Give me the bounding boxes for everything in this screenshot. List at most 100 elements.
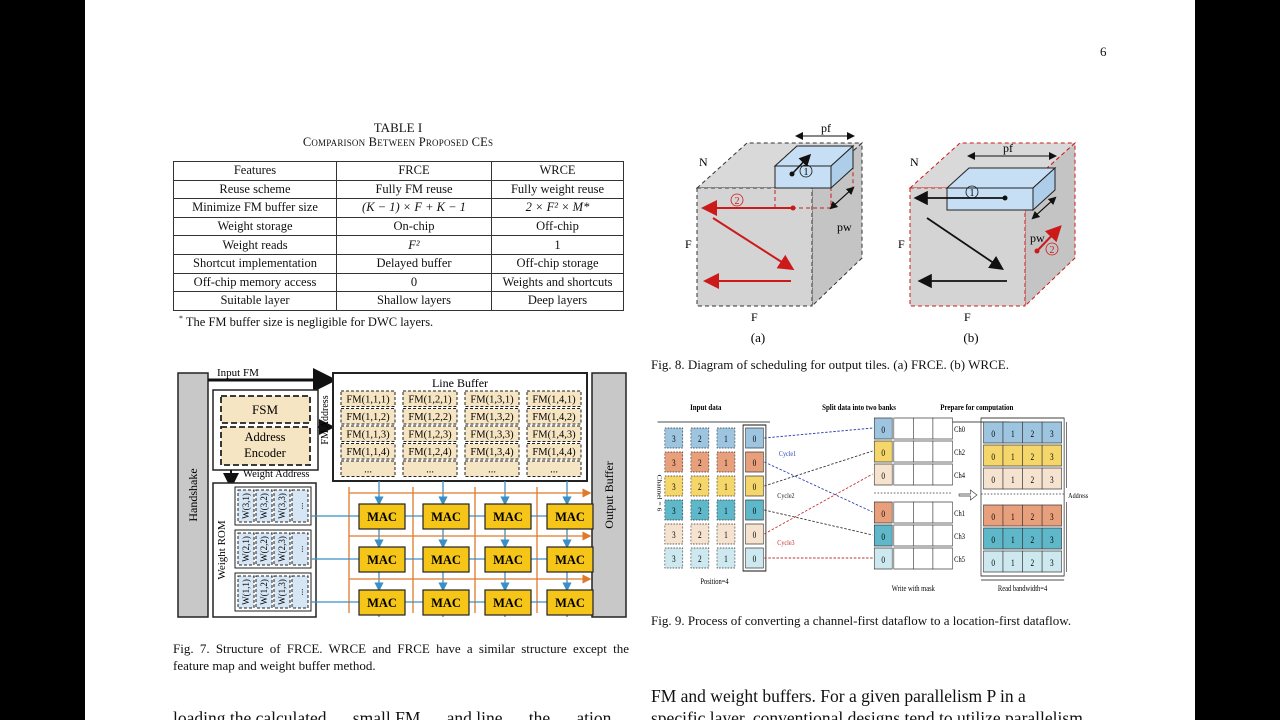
input-cell bbox=[690, 475, 710, 497]
fm-cell bbox=[402, 408, 458, 425]
prepared-cell-label: 0 bbox=[991, 512, 995, 522]
mac-label: MAC bbox=[367, 510, 397, 524]
page-number: 6 bbox=[1100, 44, 1107, 59]
input-cell bbox=[716, 427, 736, 449]
label-f-side-b: F bbox=[898, 237, 905, 251]
input-cell-label: 2 bbox=[698, 506, 702, 516]
weight-cell-label: W(3,2) bbox=[259, 493, 269, 519]
prepared-cell-label: 2 bbox=[1031, 512, 1035, 522]
bank-channel-label: Ch4 bbox=[954, 471, 965, 480]
table-cell: Fully weight reuse bbox=[491, 179, 624, 200]
footnote-mark: * bbox=[179, 314, 183, 323]
fig9-caption: Fig. 9. Process of converting a channel-… bbox=[651, 613, 1072, 628]
prepared-cell bbox=[1041, 550, 1062, 573]
table-footnote: * The FM buffer size is negligible for D… bbox=[179, 314, 433, 330]
bank-channel-label: Ch5 bbox=[954, 555, 965, 564]
table-cell: (K − 1) × F + K − 1 bbox=[336, 198, 492, 218]
fig7-diagram: Handshake Output Buffer Input FM FSM Add… bbox=[177, 367, 627, 618]
weight-cell bbox=[255, 575, 273, 609]
input-cell-label: 3 bbox=[672, 434, 676, 444]
comparison-table: Features FRCE WRCE Reuse scheme Fully FM… bbox=[173, 161, 624, 311]
input-cell bbox=[716, 499, 736, 521]
fm-columns: FM(1,1,1)FM(1,1,2)FM(1,1,3)FM(1,1,4)...F… bbox=[340, 390, 582, 477]
weight-cell bbox=[291, 575, 309, 609]
input-cell-label: 1 bbox=[724, 458, 728, 468]
mac-label: MAC bbox=[367, 553, 397, 567]
footnote-text: The FM buffer size is negligible for DWC… bbox=[185, 315, 434, 330]
table-cell: Shortcut implementation bbox=[173, 253, 337, 274]
cycle-label: Cycle1 bbox=[779, 451, 796, 459]
cycle-label: Cycle3 bbox=[777, 540, 795, 548]
mac-label: MAC bbox=[493, 596, 523, 610]
bank-channel-label: Ch2 bbox=[954, 448, 965, 457]
table-cell: Reuse scheme bbox=[173, 179, 337, 200]
table-cell: Off-chip bbox=[491, 216, 624, 237]
cycle-label: Cycle2 bbox=[777, 493, 795, 501]
fm-cell-label: FM(1,3,2) bbox=[470, 412, 514, 423]
prepared-cell-label: 3 bbox=[1050, 558, 1054, 568]
mac-unit bbox=[422, 589, 470, 616]
write-arrow bbox=[764, 461, 873, 513]
prepared-cell-label: 1 bbox=[1011, 475, 1015, 485]
bank-empty-cell bbox=[932, 463, 953, 486]
bank-empty-cell bbox=[913, 463, 934, 486]
weight-cell-label: W(2,2) bbox=[259, 536, 269, 562]
prepared-cell-label: 2 bbox=[1031, 475, 1035, 485]
bank-empty-cell bbox=[893, 524, 914, 547]
input-cell-label: 3 bbox=[672, 506, 676, 516]
mac-unit bbox=[358, 589, 406, 616]
table-subtitle: Comparison Between Proposed CEs bbox=[302, 135, 494, 149]
table-header-cell: FRCE bbox=[336, 161, 492, 181]
bank-cell bbox=[873, 463, 893, 486]
input-cell-label: 0 bbox=[753, 554, 757, 564]
fm-cell-label: FM(1,3,4) bbox=[470, 447, 514, 458]
mac-unit bbox=[546, 503, 594, 530]
handshake-bar bbox=[177, 372, 209, 618]
write-arrow bbox=[764, 509, 873, 536]
fm-cell-label: FM(1,1,3) bbox=[346, 430, 390, 441]
fm-cell-label: FM(1,1,1) bbox=[346, 395, 390, 406]
paper-page: 6 TABLE I Comparison Between Proposed CE… bbox=[85, 0, 1195, 720]
input-cell bbox=[664, 523, 684, 545]
weight-cell bbox=[255, 532, 273, 566]
input-cell bbox=[664, 547, 684, 569]
input-cell bbox=[690, 547, 710, 569]
prepared-cell-label: 1 bbox=[1011, 512, 1015, 522]
table-cell: Suitable layer bbox=[173, 291, 337, 311]
prepared-frame bbox=[980, 417, 1065, 577]
address-label: Address bbox=[245, 430, 286, 444]
prepared-cell-label: 3 bbox=[1050, 512, 1054, 522]
weight-cell-label: W(1,3) bbox=[277, 579, 287, 605]
prepared-cell bbox=[1041, 527, 1062, 550]
circ1-a: 1 bbox=[804, 167, 809, 178]
table-row: Minimize FM buffer size (K − 1) × F + K … bbox=[173, 198, 624, 218]
input-cell-label: 3 bbox=[672, 458, 676, 468]
mac-label: MAC bbox=[431, 596, 461, 610]
bank-cell bbox=[873, 440, 893, 463]
mac-label: MAC bbox=[555, 510, 585, 524]
bank-cell-label: 0 bbox=[881, 448, 885, 458]
fm-cell bbox=[464, 425, 520, 442]
bank-empty-cell bbox=[913, 440, 934, 463]
encoder-label: Encoder bbox=[244, 446, 286, 460]
table-cell: Delayed buffer bbox=[336, 253, 492, 274]
fm-cell-label: FM(1,4,2) bbox=[532, 412, 576, 423]
mac-label: MAC bbox=[431, 510, 461, 524]
fig9-position-label: Position=4 bbox=[700, 577, 729, 586]
bank-cell bbox=[873, 417, 893, 440]
fm-cell bbox=[526, 425, 582, 442]
label-b: (b) bbox=[963, 330, 978, 345]
table-cell: 0 bbox=[336, 272, 492, 293]
fm-address-label: FM Address bbox=[320, 395, 331, 444]
mac-label: MAC bbox=[367, 596, 397, 610]
prepared-cell bbox=[1041, 444, 1062, 467]
mac-label: MAC bbox=[555, 596, 585, 610]
input-cell-label: 0 bbox=[753, 434, 757, 444]
weight-cell-label: W(1,1) bbox=[241, 579, 251, 605]
bank-empty-cell bbox=[913, 524, 934, 547]
bank-empty-cell bbox=[913, 547, 934, 570]
fm-cell-label: FM(1,1,2) bbox=[346, 412, 390, 423]
weight-cell-label: W(2,3) bbox=[277, 536, 287, 562]
mac-unit bbox=[484, 546, 532, 573]
bank-channel-label: Ch1 bbox=[954, 509, 965, 518]
